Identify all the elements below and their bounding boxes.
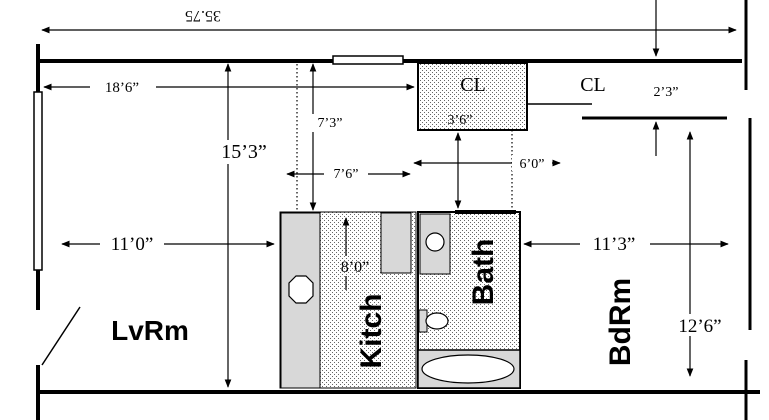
kitchen-length-label: 8’0” [341, 259, 369, 276]
overall-dimension-label: 35.75 [185, 7, 221, 24]
left-window [33, 91, 43, 271]
lvrm-height-label-bg [212, 140, 268, 164]
bedroom-label: BdRm [604, 278, 637, 366]
bath-offset-label: 6’0” [520, 157, 545, 172]
kitchen-depth-top-label: 7’3” [318, 116, 343, 131]
refrigerator [380, 212, 412, 274]
toilet-icon [425, 312, 449, 330]
closet-main-label: CL [460, 74, 486, 96]
living-room-label: LvRm [111, 315, 189, 346]
dimension-labels: 35.75 18’6” 15’3” 7’3” 3’6” 2’3” 7’6” 6’… [90, 7, 732, 337]
bath-label: Bath [467, 239, 500, 306]
top-window [332, 55, 404, 65]
closet-width-label: 3’6” [448, 113, 473, 128]
kitchen-length-label-bg [334, 256, 378, 276]
room-labels: CL CL LvRm Kitch Bath BdRm [111, 74, 637, 369]
kitchen-depth-label-bg [310, 114, 350, 132]
kitchen-label: Kitch [355, 294, 388, 369]
kitchen-width-label: 7’6” [334, 167, 359, 182]
bdrm-width-label: 11’3” [593, 234, 636, 255]
circle-icon [425, 232, 445, 252]
bdrm-length-label: 12’6” [678, 316, 721, 337]
lvrm-upper-label-bg [90, 79, 156, 95]
kitchen-area [279, 211, 417, 389]
bath-area [417, 210, 521, 389]
octagon-icon [288, 275, 314, 304]
bdrm-closet-depth-label: 2’3” [654, 85, 679, 100]
front-door [41, 306, 81, 366]
closet-bdrm-label: CL [580, 74, 606, 96]
bath-offset-label-bg [512, 155, 552, 171]
overall-label-bg [170, 8, 236, 26]
bdrm-length-label-bg [668, 314, 732, 336]
bdrm-width-label-bg [580, 232, 650, 254]
kitchen-width-label-bg [324, 165, 368, 181]
oval-icon [421, 354, 515, 384]
lvrm-height-label: 15’3” [221, 141, 267, 163]
lvrm-upper-width-label: 18’6” [105, 80, 139, 96]
lvrm-width-label-bg [100, 232, 164, 254]
lvrm-width-label: 11’0” [111, 234, 154, 255]
closet-box [417, 62, 528, 131]
